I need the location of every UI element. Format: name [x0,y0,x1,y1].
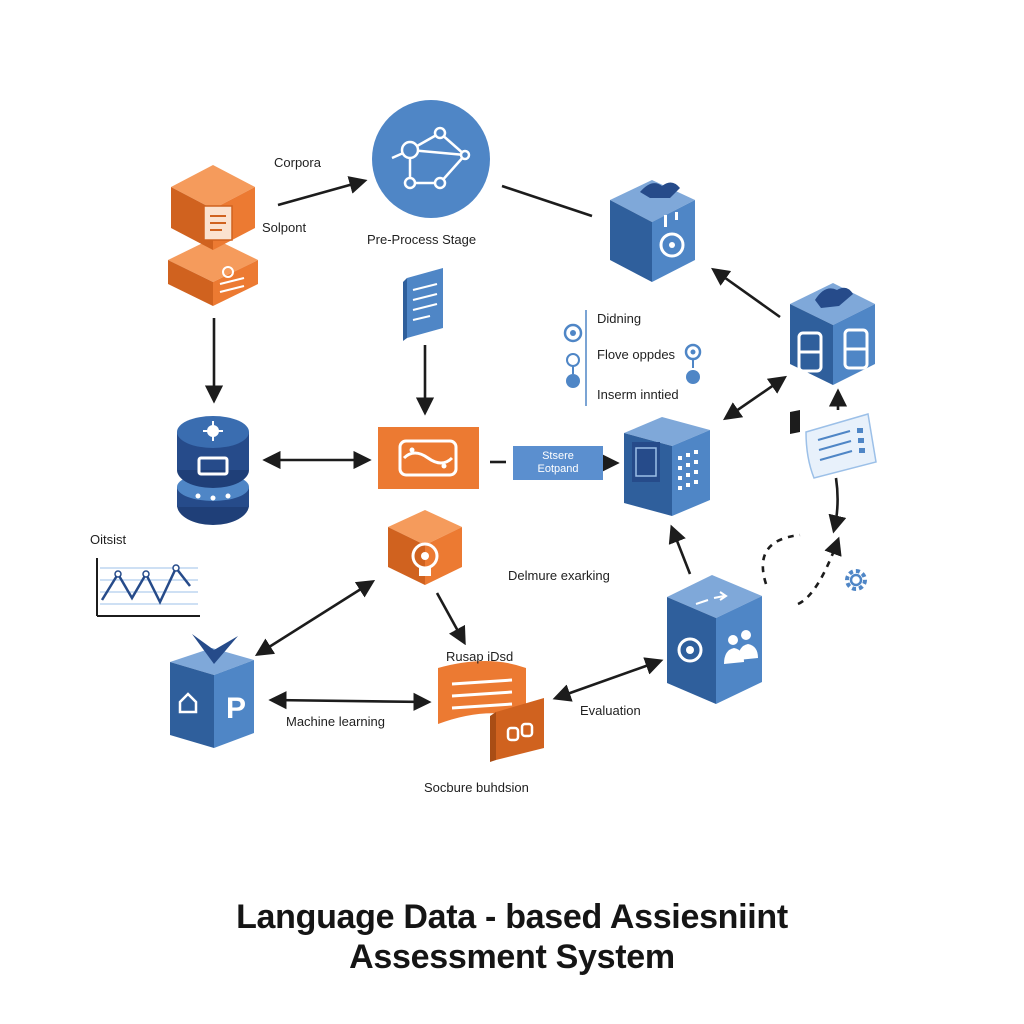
diagram-title-line2: Assessment System [349,938,675,976]
label-delmure-exarking: Delmure exarking [508,568,610,583]
blue-document-icon [403,268,443,341]
orange-wave-box-icon [378,427,479,489]
line-chart-icon [96,558,200,617]
orange-document-cubes-icon [168,165,258,306]
grid-server-cube-icon [624,417,710,516]
robot-cube-icon [610,180,695,282]
label-rusap-idsd: Rusap iDsd [446,649,514,664]
database-cylinder-icon [177,416,249,525]
stage-tag-box: Stsere Eotpand [513,446,603,480]
arrow-bookcube-scroll [268,691,432,711]
svg-text:P: P [226,692,246,725]
arrow-server-eightcube [723,375,787,421]
arrow-corpora-to-preprocess [277,176,368,207]
arrow-peoplecube-to-server [668,524,692,575]
network-circle-icon [372,100,490,218]
diagram-title-line1: Language Data - based Assiesniint [236,898,788,936]
label-oitsist: Oitsist [90,532,127,547]
document-sheet-icon [790,410,877,479]
arrow-lightbulb-bookcube [254,580,376,656]
label-solpont: Solpont [262,220,307,235]
dashed-loop-arrow [761,535,838,606]
label-socbure-buhdsion: Socbure buhdsion [424,780,529,795]
orange-scroll-icon [438,661,544,762]
eight-cube-icon [790,283,875,385]
connector-arrows [204,176,847,711]
label-evaluation: Evaluation [580,703,641,718]
arrow-lightbulb-to-rusap [435,592,466,646]
label-inserm-inntied: Inserm inntied [597,387,679,402]
arrow-eightcube-to-robot [711,267,781,319]
arrow-scroll-peoplecube [552,657,664,702]
people-cube-icon [667,575,762,704]
label-machine-learning: Machine learning [286,714,386,729]
line-preprocess-to-robot [501,184,593,218]
arrow-sheet-down [828,477,847,534]
gear-icon [845,569,867,591]
timeline-list [563,310,702,406]
lightbulb-cube-icon [388,510,462,585]
label-stsere-eotpand: Stsere Eotpand [537,450,579,475]
label-preprocess-stage: Pre-Process Stage [367,232,477,247]
book-p-cube-icon: P [170,634,254,748]
label-corpora: Corpora [274,155,321,170]
label-didning: Didning [597,311,642,326]
label-flove-oppdes: Flove oppdes [597,347,676,362]
